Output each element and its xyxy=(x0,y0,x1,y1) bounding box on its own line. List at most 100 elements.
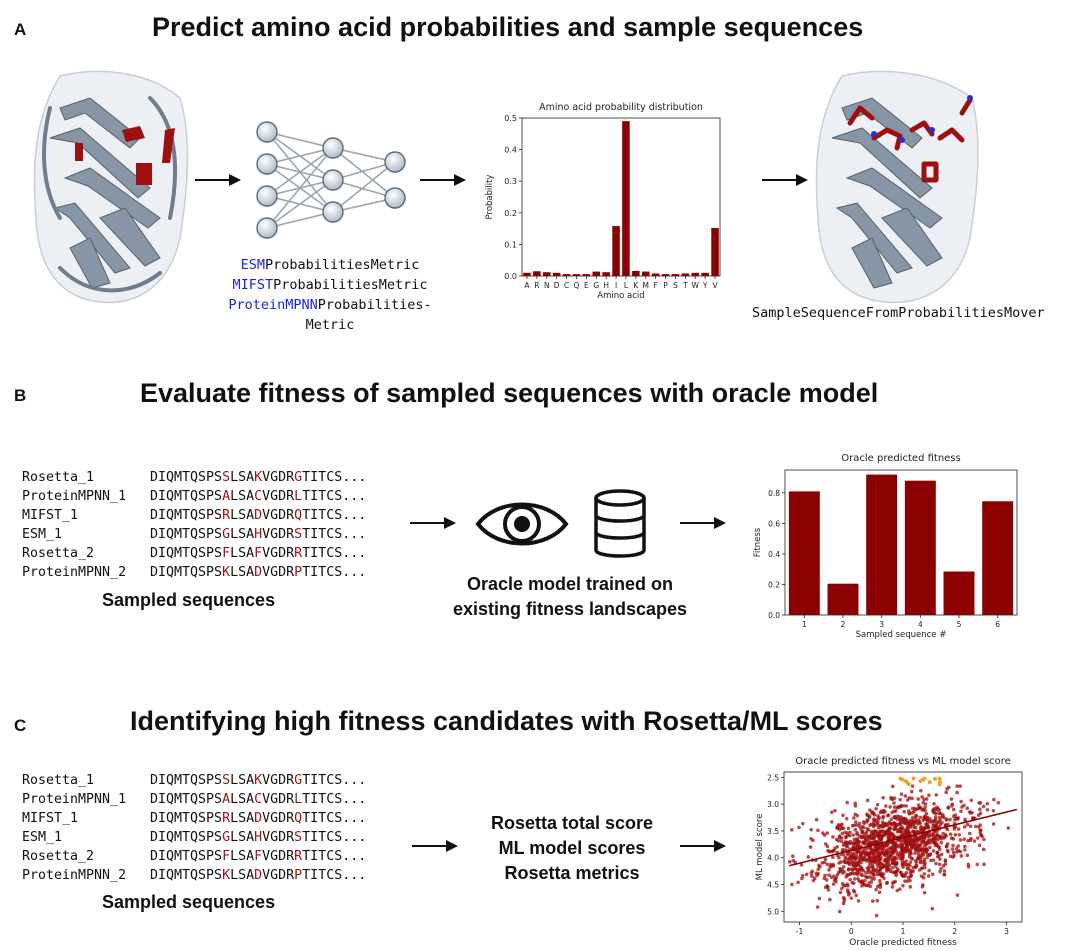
scatter-point xyxy=(841,895,846,900)
scatter-point xyxy=(890,784,895,789)
scatter-point xyxy=(902,862,906,866)
scatter-point xyxy=(951,807,956,812)
mutation-residue: K xyxy=(254,773,263,788)
bar xyxy=(661,274,670,276)
bar xyxy=(904,480,936,615)
bar xyxy=(612,226,620,276)
scatter-point xyxy=(901,853,905,858)
scatter-point xyxy=(924,797,929,801)
mutation-residue: R xyxy=(294,546,303,561)
bar xyxy=(943,571,975,615)
scores-line-rosetta-metrics: Rosetta metrics xyxy=(504,863,640,883)
scatter-point xyxy=(796,880,800,885)
sequence-string: DIQMTQSPSRLSADVGDRQTITCS... xyxy=(150,508,366,523)
scatter-point xyxy=(905,842,909,846)
y-tick-label: 3.0 xyxy=(767,800,779,809)
scatter-point xyxy=(877,890,882,895)
scatter-point xyxy=(816,867,820,872)
scatter-point xyxy=(937,837,941,841)
arrow-icon xyxy=(680,517,726,529)
scatter-point xyxy=(965,806,970,811)
scatter-point xyxy=(921,808,926,812)
scatter-point xyxy=(938,857,942,861)
scatter-point xyxy=(944,817,948,821)
scatter-point xyxy=(875,821,879,826)
scatter-point xyxy=(892,809,896,814)
scatter-point xyxy=(945,787,949,791)
scatter-point xyxy=(916,803,921,807)
scatter-point xyxy=(903,794,908,798)
bar xyxy=(622,121,630,276)
scatter-point xyxy=(846,833,850,837)
scatter-point xyxy=(831,862,835,867)
mutation-residue: H xyxy=(254,830,263,845)
scatter-point xyxy=(881,795,885,800)
oracle-caption-line2: existing fitness landscapes xyxy=(452,599,688,619)
x-tick-label: I xyxy=(615,281,617,290)
bar xyxy=(982,501,1014,615)
scatter-point xyxy=(902,809,906,814)
scatter-point xyxy=(861,820,866,824)
scatter-point xyxy=(904,870,909,875)
chart-title: Oracle predicted fitness vs ML model sco… xyxy=(795,756,1011,767)
sequence-segment: DIQMTQSPS xyxy=(150,811,223,826)
scatter-point xyxy=(919,788,923,793)
scatter-point xyxy=(856,877,860,881)
scatter-point xyxy=(981,847,986,852)
sampled-protein-structure-image xyxy=(815,70,979,304)
scatter-point xyxy=(883,810,887,814)
scatter-point xyxy=(959,809,963,814)
scatter-point xyxy=(872,873,876,878)
scatter-point xyxy=(882,833,886,838)
sequence-segment: TITCS... xyxy=(302,565,367,580)
scatter-point xyxy=(892,805,897,809)
scatter-point xyxy=(913,819,917,823)
scatter-point xyxy=(854,852,859,856)
scatter-point xyxy=(875,834,880,838)
scatter-point xyxy=(848,839,853,844)
top-candidate-point xyxy=(933,776,938,781)
bar xyxy=(701,272,709,276)
scatter-point xyxy=(963,848,967,852)
scatter-point xyxy=(922,872,927,876)
scatter-point xyxy=(895,823,900,827)
sequence-segment: LSA xyxy=(230,830,255,845)
scatter-point xyxy=(853,812,858,817)
scatter-point xyxy=(827,873,831,877)
scatter-point xyxy=(928,852,932,857)
scatter-point xyxy=(857,839,862,844)
scatter-point xyxy=(874,913,879,918)
scatter-point xyxy=(951,843,955,848)
scatter-point xyxy=(842,899,846,904)
sequence-string: DIQMTQSPSALSACVGDRLTITCS... xyxy=(150,792,366,807)
scatter-point xyxy=(965,853,970,858)
arrow-icon xyxy=(412,840,458,852)
plot-frame xyxy=(784,469,1018,616)
x-tick-label: A xyxy=(524,281,530,290)
top-candidate-point xyxy=(937,776,942,781)
scatter-point xyxy=(853,804,858,808)
scatter-point xyxy=(793,860,798,865)
scatter-point xyxy=(949,836,954,840)
scatter-point xyxy=(969,798,974,803)
panel-b-title: Evaluate fitness of sampled sequences wi… xyxy=(140,378,879,408)
sequence-segment: LSA xyxy=(230,527,255,542)
scatter-point xyxy=(924,832,929,837)
bar xyxy=(788,491,820,615)
scatter-point xyxy=(953,833,958,837)
scatter-point xyxy=(937,862,942,867)
chart-title: Oracle predicted fitness xyxy=(841,453,960,464)
scatter-point xyxy=(853,866,857,871)
scatter-point xyxy=(865,812,869,816)
scatter-point xyxy=(835,837,839,842)
scatter-point xyxy=(955,784,960,788)
protein-structure-image xyxy=(33,70,189,304)
scatter-point xyxy=(849,860,854,864)
x-tick-label: T xyxy=(682,281,688,290)
